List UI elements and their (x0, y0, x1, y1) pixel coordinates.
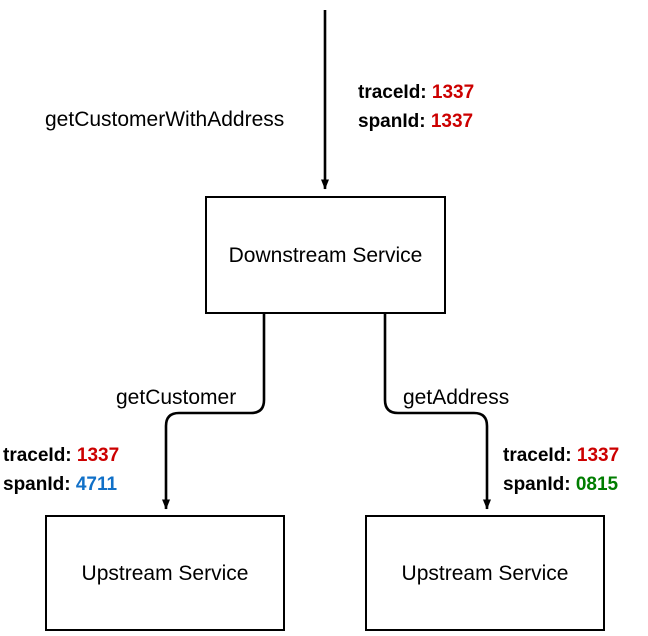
annotation-right-ids: traceId: 1337 spanId: 0815 (503, 441, 619, 500)
annotation-right-trace-key: traceId: (503, 445, 572, 466)
annotation-left-span-row: spanId: 4711 (3, 470, 119, 499)
annotation-right-span-value: 0815 (575, 474, 619, 496)
node-downstream-service[interactable]: Downstream Service (205, 196, 446, 314)
annotation-left-trace-value: 1337 (76, 445, 120, 466)
annotation-left-span-value: 4711 (75, 474, 118, 496)
annotation-entry-trace-row: traceId: 1337 (358, 78, 474, 107)
annotation-right-trace-value: 1337 (576, 445, 620, 466)
annotation-entry-trace-value: 1337 (431, 82, 475, 103)
connector-get-customer (162, 314, 266, 510)
node-upstream-service-left-label: Upstream Service (81, 561, 249, 585)
annotation-entry-ids: traceId: 1337 spanId: 1337 (358, 78, 474, 137)
edge-label-get-customer: getCustomer (116, 386, 237, 409)
edge-label-entry: getCustomerWithAddress (45, 108, 285, 131)
annotation-left-trace-key: traceId: (3, 445, 72, 466)
annotation-entry-span-row: spanId: 1337 (358, 107, 474, 136)
annotation-entry-trace-key: traceId: (358, 82, 427, 103)
node-upstream-service-left[interactable]: Upstream Service (45, 515, 285, 631)
annotation-right-span-row: spanId: 0815 (503, 470, 619, 499)
annotation-right-span-key: spanId: (503, 474, 571, 496)
annotation-left-span-key: spanId: (3, 474, 71, 496)
annotation-right-trace-row: traceId: 1337 (503, 441, 619, 470)
edge-label-get-address: getAddress (403, 386, 510, 409)
node-upstream-service-right-label: Upstream Service (401, 561, 569, 585)
node-downstream-service-label: Downstream Service (228, 243, 423, 267)
annotation-entry-span-value: 1337 (430, 111, 474, 133)
annotation-left-trace-row: traceId: 1337 (3, 441, 119, 470)
connector-get-address (383, 314, 491, 510)
annotation-entry-span-key: spanId: (358, 111, 426, 133)
annotation-left-ids: traceId: 1337 spanId: 4711 (3, 441, 119, 500)
node-upstream-service-right[interactable]: Upstream Service (365, 515, 605, 631)
